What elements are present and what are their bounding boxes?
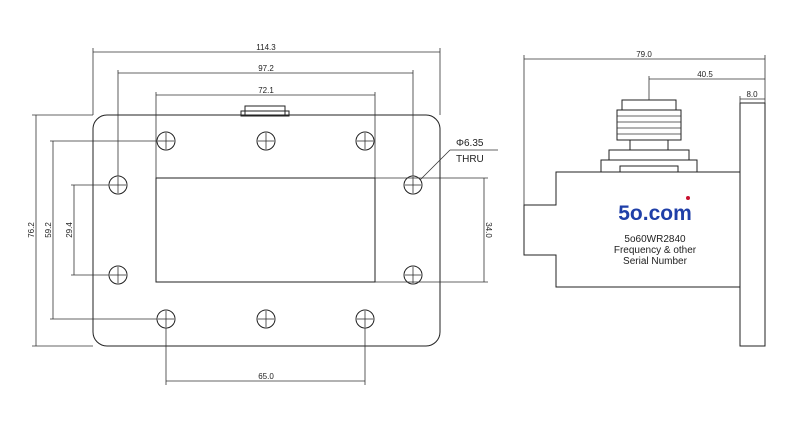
dim-connector-offset: 40.5 [648,70,765,100]
hole [403,265,423,285]
hole [156,309,176,329]
hole [108,175,128,195]
dim-overall-width: 114.3 [92,43,441,115]
front-view: 114.3 97.2 72.1 76.2 59.2 [27,43,498,385]
dim-overall-height: 76.2 [27,114,93,347]
dim-window-height-label: 34.0 [484,222,493,238]
hole [403,175,423,195]
dim-bottom-span: 65.0 [165,328,366,385]
connector [600,99,698,173]
hole [256,309,276,329]
mounting-holes [108,131,423,329]
dim-connector-offset-label: 40.5 [697,70,713,79]
connector-stub-base [240,110,290,117]
brand-text: 5o.com [618,202,692,225]
brand-logo: 5o.com [618,196,692,225]
hole [355,309,375,329]
hole [355,131,375,151]
connector-flange [608,149,690,161]
dim-total-length: 79.0 [523,50,766,205]
hole-callout-diameter: Φ6.35 [456,138,484,149]
dim-flange-inner-label: 72.1 [258,86,274,95]
label-frequency: Frequency & other [614,245,697,256]
hole-callout-thru: THRU [456,154,484,165]
hole-callout: Φ6.35 THRU [419,138,498,181]
dim-hole-span-tall-label: 59.2 [44,222,53,238]
model-number: 5o60WR2840 [624,234,686,245]
label-serial: Serial Number [623,256,688,267]
dim-hole-span-inner-label: 29.4 [65,222,74,238]
dim-flange-inner: 72.1 [155,86,376,178]
hole [256,131,276,151]
hole [108,265,128,285]
dim-window-height: 34.0 [375,177,493,283]
dim-overall-width-label: 114.3 [256,43,276,52]
dim-hole-span-tall: 59.2 [44,140,157,320]
dim-bottom-span-label: 65.0 [258,372,274,381]
dim-hole-span-inner: 29.4 [65,184,109,276]
waveguide-window [155,177,376,283]
flange-outline [92,114,441,347]
dim-hole-span-wide-label: 97.2 [258,64,274,73]
connector-thread [616,109,682,141]
dim-hole-span-wide: 97.2 [117,64,414,176]
side-view: 79.0 40.5 8.0 5o.com 5o60WR2840 Frequenc… [523,50,766,347]
connector-neck [629,139,669,151]
dim-flange-thickness: 8.0 [739,90,765,103]
dim-total-length-label: 79.0 [636,50,652,59]
hole [156,131,176,151]
dim-overall-height-label: 76.2 [27,222,36,238]
brand-dot [686,196,690,200]
connector-top [621,99,677,111]
dim-flange-thickness-label: 8.0 [746,90,758,99]
